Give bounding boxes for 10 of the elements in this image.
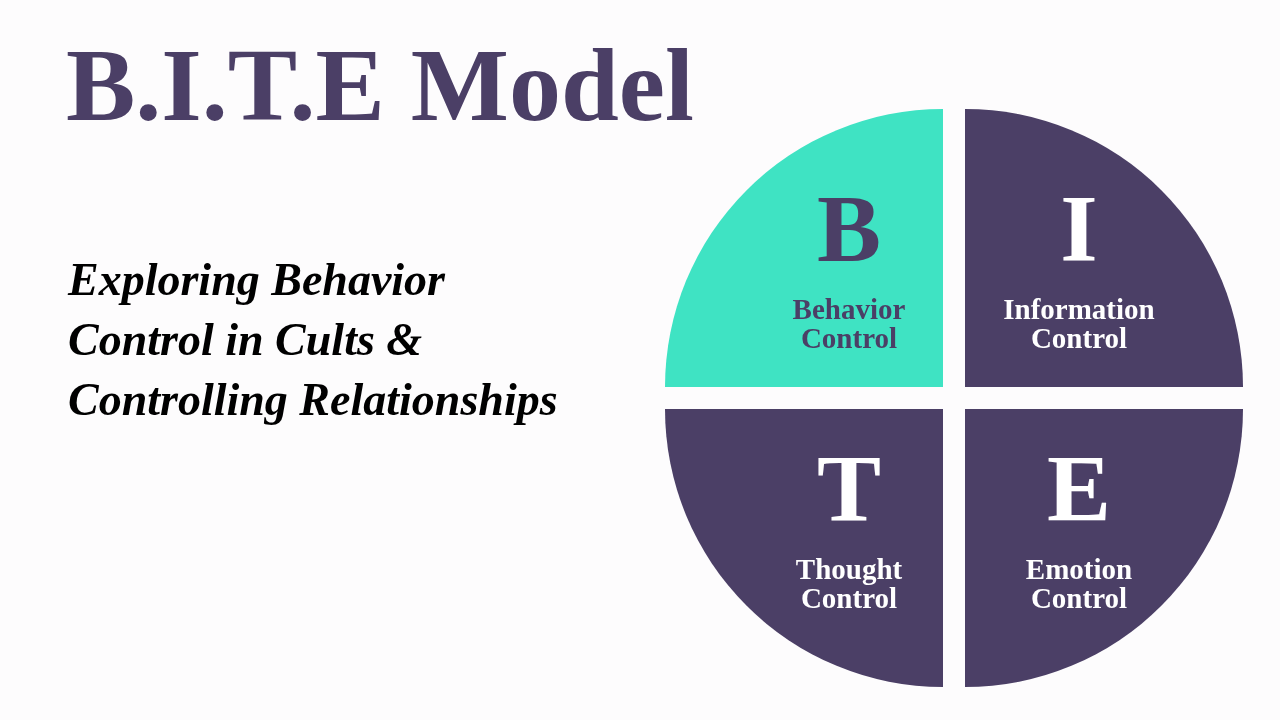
quadrant-label: Information Control bbox=[1002, 295, 1156, 353]
quadrant-label: Thought Control bbox=[794, 555, 904, 613]
subtitle: Exploring Behavior Control in Cults & Controlling Relationships bbox=[68, 253, 559, 427]
initial-letter: E bbox=[1047, 441, 1111, 537]
quadrant-label: Behavior Control bbox=[791, 295, 907, 353]
initial-letter: I bbox=[1060, 181, 1098, 277]
initial-letter: T bbox=[817, 441, 881, 537]
initial-letter: B bbox=[817, 181, 881, 277]
quadrant-label: Emotion Control bbox=[1024, 555, 1134, 613]
title: B.I.T.E Model bbox=[66, 28, 694, 143]
